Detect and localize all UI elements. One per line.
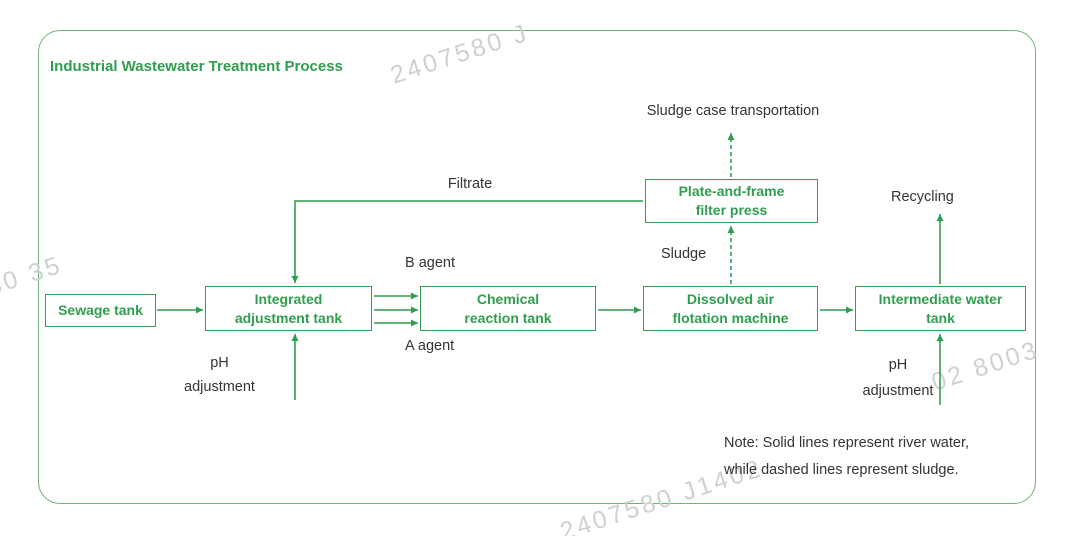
node-label: Sewage tank	[58, 302, 143, 319]
node-label: tank	[926, 309, 955, 326]
label-filtrate: Filtrate	[447, 176, 493, 192]
node-label: flotation machine	[672, 309, 789, 326]
legend-note-line2: while dashed lines represent sludge.	[724, 462, 959, 478]
node-plate-and-frame-filter-press: Plate-and-frame filter press	[645, 179, 818, 223]
label-ph-adjustment-left: pH adjustment	[172, 351, 267, 399]
label-ph: pH	[888, 357, 908, 373]
label-b-agent: B agent	[405, 255, 455, 271]
node-dissolved-air-flotation-machine: Dissolved air flotation machine	[643, 286, 818, 331]
label-ph: pH	[210, 355, 229, 371]
node-label: Dissolved air	[686, 290, 775, 307]
label-adjustment: adjustment	[862, 383, 934, 399]
node-chemical-reaction-tank: Chemical reaction tank	[420, 286, 596, 331]
node-label: reaction tank	[464, 309, 552, 326]
node-sewage-tank: Sewage tank	[45, 294, 156, 327]
label-adjustment: adjustment	[184, 379, 255, 395]
diagram-frame	[38, 30, 1036, 504]
label-a-agent: A agent	[405, 338, 455, 354]
label-sludge-case-transportation: Sludge case transportation	[646, 103, 820, 119]
legend-note: Note: Solid lines represent river water,…	[724, 430, 1054, 484]
node-label: Chemical	[476, 290, 540, 307]
label-sludge: Sludge	[661, 246, 707, 262]
node-label: Intermediate water	[878, 290, 1003, 307]
diagram-title: Industrial Wastewater Treatment Process	[50, 58, 343, 75]
node-label: Integrated	[254, 290, 323, 307]
arrow-filtrate-return	[291, 200, 643, 283]
node-label: adjustment tank	[234, 309, 343, 326]
node-label: filter press	[695, 202, 768, 218]
node-integrated-adjustment-tank: Integrated adjustment tank	[205, 286, 372, 331]
node-intermediate-water-tank: Intermediate water tank	[855, 286, 1026, 331]
label-ph-adjustment-right: pH adjustment	[852, 352, 944, 404]
label-recycling: Recycling	[891, 189, 954, 205]
node-label: Plate-and-frame	[678, 183, 785, 200]
legend-note-line1: Note: Solid lines represent river water,	[724, 435, 969, 451]
